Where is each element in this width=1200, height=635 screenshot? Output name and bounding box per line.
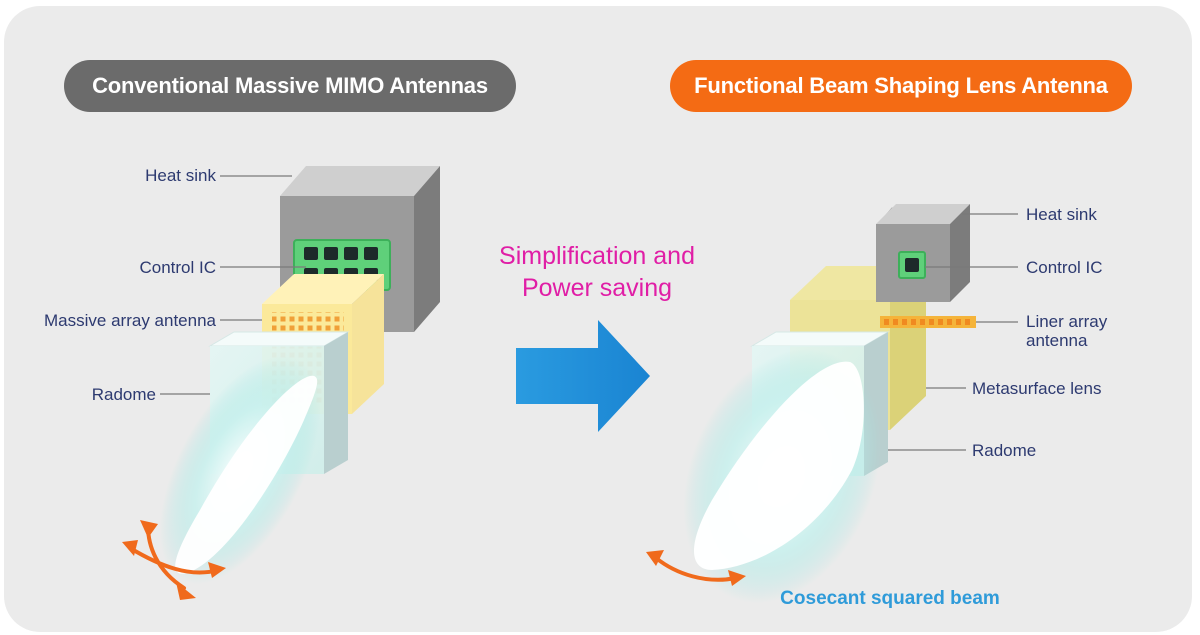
right-beam-tilt-arrow (654, 556, 738, 582)
right-label-heat-sink: Heat sink (1026, 205, 1097, 224)
cosecant-beam-label: Cosecant squared beam (780, 588, 1000, 609)
left-array-side (352, 274, 384, 414)
lens-side (890, 266, 926, 430)
right-radome-top (750, 331, 890, 347)
left-heatsink-top (280, 166, 440, 196)
simplification-arrow (516, 320, 650, 432)
left-label-radome: Radome (91, 385, 156, 404)
left-array-top (262, 274, 384, 304)
right-label-liner-array-line1: Liner array (1026, 312, 1108, 331)
right-heatsink-top (876, 204, 970, 224)
conventional-antenna-illustration (122, 166, 440, 600)
right-label-control-ic: Control IC (1026, 258, 1103, 277)
right-leader-lines (888, 213, 1018, 451)
right-arrowheads (646, 550, 746, 586)
simplification-line-1: Simplification and (499, 242, 695, 270)
simplification-line-2: Power saving (521, 274, 673, 302)
simplification-text: Simplification and Power saving (452, 240, 742, 304)
left-leader-lines (160, 175, 306, 395)
left-radome-side (324, 332, 348, 474)
conventional-title: Conventional Massive MIMO Antennas (92, 73, 488, 98)
left-label-heat-sink: Heat sink (145, 166, 216, 185)
right-ic-chip (905, 258, 919, 272)
right-label-radome: Radome (972, 441, 1037, 460)
lens-antenna-title: Functional Beam Shaping Lens Antenna (694, 73, 1108, 98)
lens-antenna-illustration (646, 204, 1018, 604)
lens-antenna-title-pill: Functional Beam Shaping Lens Antenna (670, 60, 1132, 112)
left-beam-lobe (175, 375, 318, 574)
liner-array-elements (884, 319, 970, 325)
right-label-liner-array-line2: antenna (1026, 331, 1088, 350)
left-label-massive-array: Massive array antenna (44, 311, 216, 330)
left-heatsink-side (414, 166, 440, 332)
right-beam-lobe (693, 361, 864, 570)
left-radome-top (208, 331, 350, 347)
conventional-title-pill: Conventional Massive MIMO Antennas (64, 60, 516, 112)
right-heatsink-side (950, 204, 970, 302)
right-label-metasurface-lens: Metasurface lens (972, 379, 1102, 398)
left-label-control-ic: Control IC (139, 258, 216, 277)
left-arrowheads (122, 520, 226, 600)
right-label-liner-array: Liner array antenna (1026, 312, 1107, 350)
